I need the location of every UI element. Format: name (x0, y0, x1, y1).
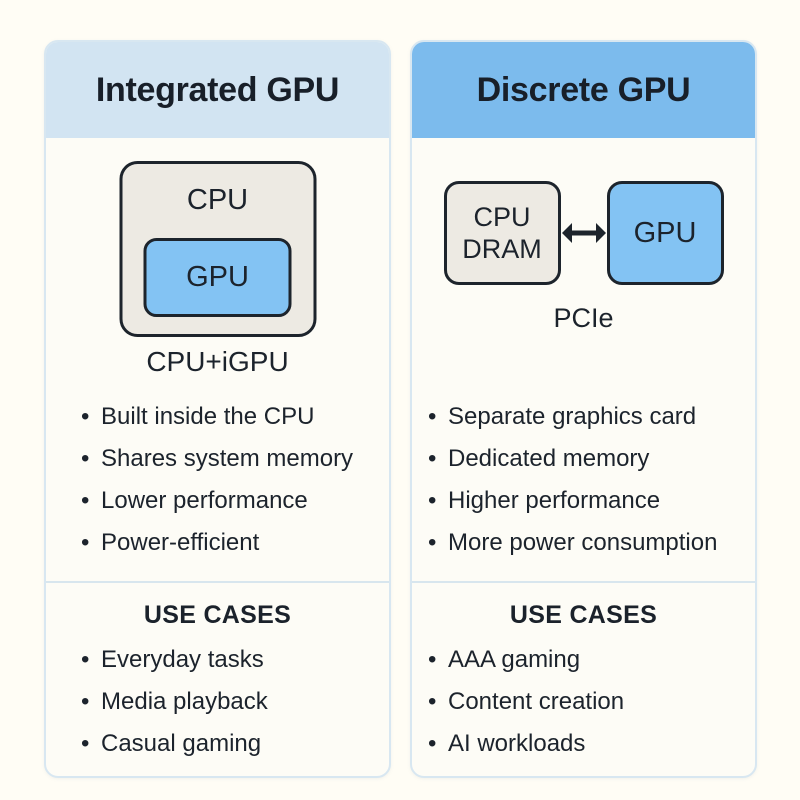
discrete-gpu-header: Discrete GPU (412, 42, 755, 138)
list-item: Content creation (426, 681, 755, 723)
use-cases-heading: USE CASES (509, 601, 658, 629)
integrated-diagram-caption: CPU+iGPU (146, 346, 289, 377)
list-item: Lower performance (79, 480, 389, 522)
integrated-features-list: Built inside the CPU Shares system memor… (46, 396, 389, 564)
list-item: Higher performance (426, 480, 755, 522)
discrete-diagram-row: CPU DRAM GPU (412, 181, 755, 285)
discrete-gpu-diagram: CPU DRAM GPU PCIe (412, 138, 755, 394)
list-item: Shares system memory (79, 438, 389, 480)
integrated-use-cases-list: Everyday tasks Media playback Casual gam… (46, 639, 389, 765)
discrete-features-list: Separate graphics card Dedicated memory … (412, 396, 755, 564)
discrete-features-section: Separate graphics card Dedicated memory … (412, 394, 755, 581)
cpu-dram-label-line1: CPU (473, 202, 531, 232)
list-item: Built inside the CPU (79, 396, 389, 438)
cpu-dram-box: CPU DRAM (443, 181, 561, 285)
cpu-dram-label-line2: DRAM (462, 234, 542, 264)
section-divider (46, 581, 389, 583)
cpu-chip-label: CPU (186, 184, 249, 216)
list-item: Power-efficient (79, 522, 389, 564)
double-arrow-icon (561, 220, 607, 246)
integrated-use-cases-section: USE CASES Everyday tasks Media playback … (46, 583, 389, 765)
discrete-use-cases-list: AAA gaming Content creation AI workloads (412, 639, 755, 765)
integrated-gpu-chip-box: GPU (143, 238, 292, 317)
integrated-features-section: Built inside the CPU Shares system memor… (46, 394, 389, 581)
list-item: AAA gaming (426, 639, 755, 681)
list-item: Casual gaming (79, 723, 389, 765)
discrete-gpu-title: Discrete GPU (476, 70, 691, 109)
discrete-gpu-card: Discrete GPU CPU DRAM GPU PCIe Separate … (410, 40, 757, 778)
use-cases-heading: USE CASES (143, 601, 292, 629)
integrated-gpu-chip-label: GPU (186, 261, 249, 293)
list-item: More power consumption (426, 522, 755, 564)
discrete-use-cases-section: USE CASES AAA gaming Content creation AI… (412, 583, 755, 765)
discrete-gpu-chip-label: GPU (633, 217, 697, 249)
integrated-gpu-diagram: CPU GPU CPU+iGPU (46, 138, 389, 394)
cpu-chip-box: CPU GPU (119, 161, 316, 337)
pcie-caption: PCIe (553, 303, 614, 333)
integrated-gpu-header: Integrated GPU (46, 42, 389, 138)
discrete-gpu-chip-box: GPU (606, 181, 724, 285)
list-item: AI workloads (426, 723, 755, 765)
integrated-gpu-title: Integrated GPU (95, 70, 340, 109)
integrated-gpu-card: Integrated GPU CPU GPU CPU+iGPU Built in… (44, 40, 391, 778)
list-item: Media playback (79, 681, 389, 723)
list-item: Everyday tasks (79, 639, 389, 681)
section-divider (412, 581, 755, 583)
list-item: Separate graphics card (426, 396, 755, 438)
list-item: Dedicated memory (426, 438, 755, 480)
